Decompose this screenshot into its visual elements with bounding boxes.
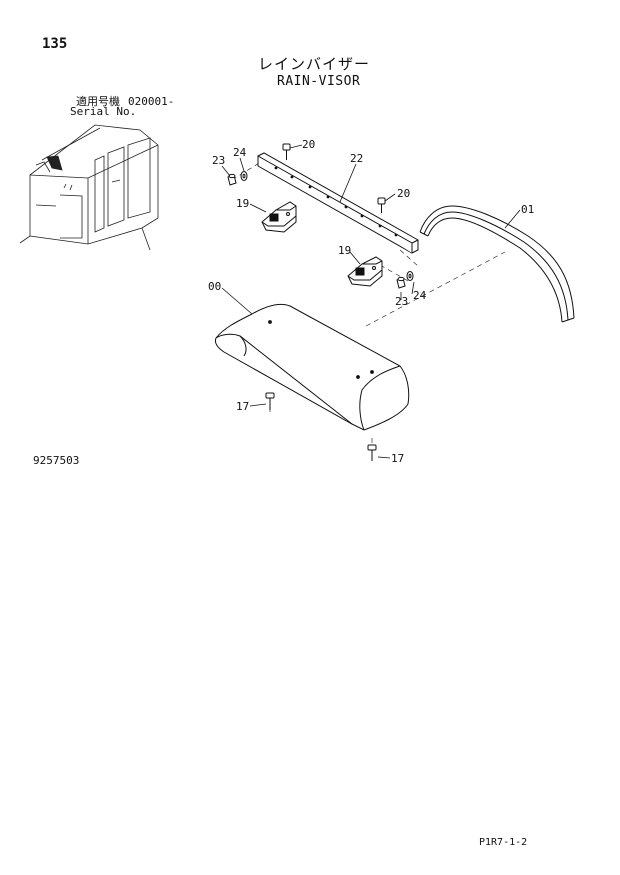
callout-24-lower: 24 (413, 289, 427, 302)
illustration-reference-number: 9257503 (33, 454, 80, 467)
washer-part-24-lower (406, 271, 414, 281)
cab-thumbnail-illustration (19, 124, 159, 251)
page-title-english: RAIN-VISOR (277, 74, 361, 89)
screw-part-17-bottom (367, 444, 377, 461)
callout-24-upper: 24 (233, 146, 247, 159)
callout-23-lower: 23 (395, 295, 408, 308)
bolt-part-20-right (377, 197, 386, 213)
spacer-part-23-lower (396, 276, 406, 289)
page-title-japanese: レインバイザー (258, 55, 371, 73)
callout-17-bottom: 17 (391, 452, 404, 465)
bracket-part-19-lower (347, 256, 383, 287)
callout-19-upper: 19 (236, 197, 249, 210)
callout-20-upper: 20 (302, 138, 315, 151)
page-code: P1R7-1-2 (479, 837, 528, 848)
serial-number-label: Serial No. (70, 105, 137, 118)
spacer-part-23-upper (227, 173, 237, 186)
callout-00: 00 (208, 280, 221, 293)
callout-22: 22 (350, 152, 363, 165)
applicable-units-label: 適用号機 (76, 95, 120, 108)
callout-01: 01 (521, 203, 534, 216)
screw-part-17-left (265, 392, 275, 410)
serial-range: 020001- (128, 95, 175, 108)
visor-panel-part-00 (215, 303, 410, 431)
mounting-rail-part-22 (257, 152, 419, 254)
callout-17-left: 17 (236, 400, 249, 413)
callout-leader-lines (221, 144, 521, 459)
seal-strip-part-01 (419, 205, 575, 323)
washer-part-24-upper (240, 171, 248, 181)
callout-23-upper: 23 (212, 154, 225, 167)
bolt-part-20-upper (282, 143, 291, 160)
page-number: 135 (42, 36, 68, 52)
callout-19-lower: 19 (338, 244, 351, 257)
bracket-part-19-upper (261, 201, 297, 233)
callout-20-right: 20 (397, 187, 410, 200)
